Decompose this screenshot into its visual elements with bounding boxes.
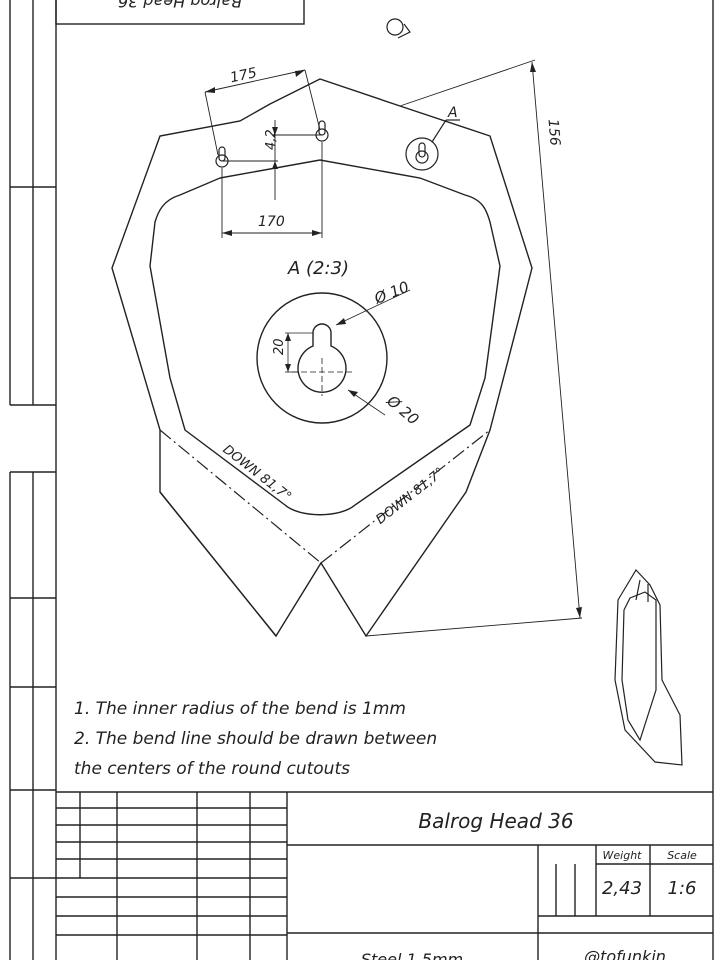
left-tip-edge [159, 491, 277, 637]
dim-156-line [531, 61, 581, 619]
dim-175-line [204, 69, 306, 93]
keyhole-hole-left [215, 146, 229, 168]
note-line-1: 1. The inner radius of the bend is 1mm [74, 699, 406, 719]
top-stamp-text: Balrog Head 36 [118, 0, 242, 11]
bend-left-label: DOWN 81,7° [220, 442, 294, 505]
dim-4-2-label: 4,2 [264, 129, 279, 150]
bend-right-label: DOWN 81,7° [373, 465, 447, 528]
weight-value: 2,43 [602, 878, 642, 899]
view-a-scale-note: A (2:3) [287, 258, 349, 279]
dim-diameter-10-label: Ø 10 [371, 278, 412, 308]
dim-156-label: 156 [545, 118, 563, 146]
dim-170-label: 170 [258, 214, 285, 230]
scale-label: Scale [667, 849, 697, 862]
title-block [56, 791, 713, 960]
dim-slot-height-label: 20 [272, 338, 287, 355]
bend-line-right [320, 429, 491, 564]
top-stamp-box [55, 0, 305, 25]
projection-symbol-icon [386, 18, 411, 39]
part-3d-preview [614, 569, 683, 766]
scale-value: 1:6 [668, 878, 697, 899]
dim-diameter-20-label: Ø 20 [383, 391, 423, 428]
left-margin-strip [9, 0, 56, 960]
note-line-2: 2. The bend line should be drawn between [74, 729, 437, 749]
title-block-title: Balrog Head 36 [418, 809, 573, 833]
author-text: @tofunkin [584, 947, 666, 960]
part-outer-contour [111, 78, 533, 638]
note-line-3: the centers of the round cutouts [74, 759, 350, 779]
weight-label: Weight [603, 849, 643, 862]
keyhole-hole-right [315, 120, 329, 142]
material-text: Steel 1,5mm [361, 950, 463, 960]
keyhole-hole-detail-a [405, 119, 460, 171]
dim-175-label: 175 [229, 65, 259, 86]
part-inner-cutout [149, 159, 501, 516]
bend-line-left [159, 429, 322, 564]
detail-a-label: A [447, 105, 458, 121]
